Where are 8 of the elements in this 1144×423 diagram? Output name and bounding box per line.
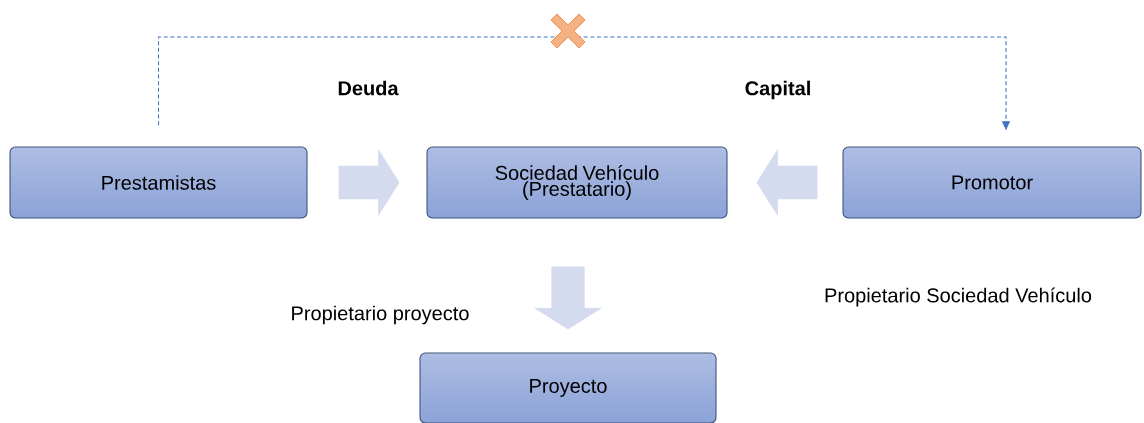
text-label: Propietario Sociedad Vehículo xyxy=(825,287,1092,307)
process-box: Sociedad Vehículo (Prestatario) xyxy=(426,146,728,219)
text-label: Propietario proyecto xyxy=(292,305,469,325)
process-box: Proyecto xyxy=(419,352,717,423)
text-label: Deuda xyxy=(338,80,399,96)
process-box: Prestamistas xyxy=(9,146,308,219)
text-label: Capital xyxy=(745,80,810,100)
process-box: Promotor xyxy=(842,146,1142,219)
